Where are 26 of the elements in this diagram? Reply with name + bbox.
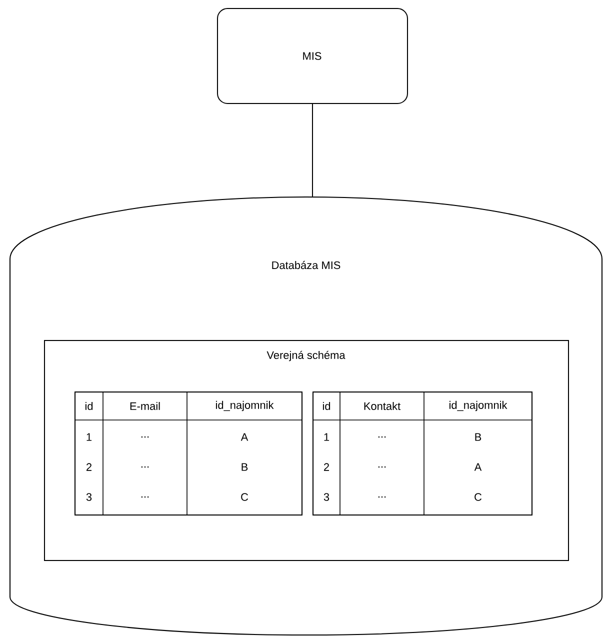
- table-cell: 3: [324, 493, 330, 501]
- table-cell: A: [474, 463, 482, 471]
- table-cell: 3: [86, 493, 92, 501]
- table-cell: id: [322, 402, 330, 410]
- table-cell: ...: [141, 466, 149, 468]
- table-cell: id_najomnik: [450, 400, 508, 412]
- table-cell: id_najomnik: [216, 400, 274, 412]
- table-cell: 1: [324, 433, 329, 441]
- table-cell: ...: [141, 496, 149, 498]
- table-cell: E-mail: [130, 402, 160, 410]
- table-cell: id: [85, 402, 93, 410]
- table-cell: ...: [141, 436, 149, 438]
- table-cell: A: [240, 433, 248, 441]
- table-cell: C: [474, 493, 482, 501]
- table-cell: 2: [324, 463, 329, 471]
- table-cell: 2: [86, 463, 92, 471]
- system-box: MIS: [217, 8, 408, 104]
- table-cell: C: [241, 493, 248, 501]
- table-cell: ...: [378, 436, 386, 438]
- table-cell: Kontakt: [364, 402, 400, 410]
- table-cell: 1: [86, 433, 92, 441]
- table-cell: ...: [378, 496, 386, 498]
- connector-line: [312, 104, 313, 198]
- table-cell: B: [242, 463, 248, 471]
- table-cell: B: [475, 433, 482, 441]
- table-cell: ...: [378, 466, 386, 468]
